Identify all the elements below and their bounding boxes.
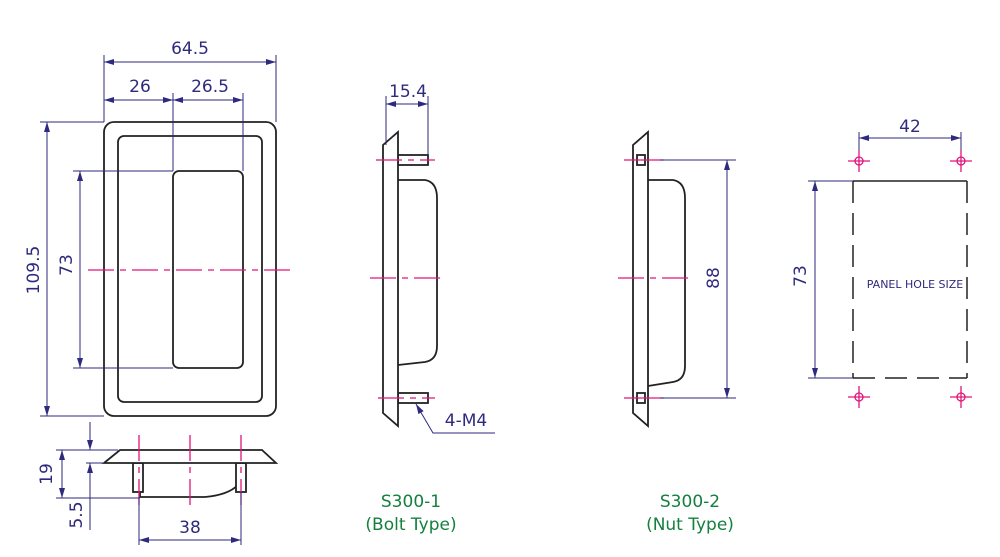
dim-stud-length: 15.4	[389, 82, 427, 102]
type-label: (Nut Type)	[646, 515, 734, 535]
model-label: S300-1	[381, 492, 441, 512]
stud-left	[132, 462, 144, 493]
dim-hole-height: 73	[791, 265, 811, 287]
side-view-bolt: 15.4 4-M4 S300-1 (Bolt Type)	[365, 82, 495, 535]
model-label: S300-2	[660, 492, 720, 512]
outer-flange	[103, 121, 277, 417]
dim-opening: 73	[57, 254, 77, 276]
dim-hole-spacing: 42	[899, 117, 921, 137]
mounting-holes	[848, 150, 972, 408]
inner-flange	[117, 135, 263, 403]
panel-hole-label: PANEL HOLE SIZE	[867, 278, 964, 291]
thread-callout: 4-M4	[445, 411, 487, 431]
dim-left: 26	[129, 77, 151, 97]
dim-depth: 19	[37, 463, 57, 485]
dim-flange: 5.5	[67, 501, 87, 528]
dim-width: 64.5	[171, 39, 209, 59]
front-view: 64.5 26 26.5 109.5 73	[24, 39, 294, 417]
dim-right: 26.5	[191, 77, 229, 97]
plate	[632, 130, 649, 428]
dim-height: 109.5	[24, 246, 44, 295]
panel-hole: 42 73 PANEL HOLE SIZE	[791, 117, 972, 408]
dim-stud-spacing: 38	[179, 518, 201, 538]
dim-pitch: 88	[704, 267, 724, 289]
bottom-view: 19 5.5 38	[37, 422, 279, 545]
plate	[382, 130, 399, 428]
side-view-nut: 88 S300-2 (Nut Type)	[618, 130, 736, 535]
type-label: (Bolt Type)	[365, 515, 456, 535]
